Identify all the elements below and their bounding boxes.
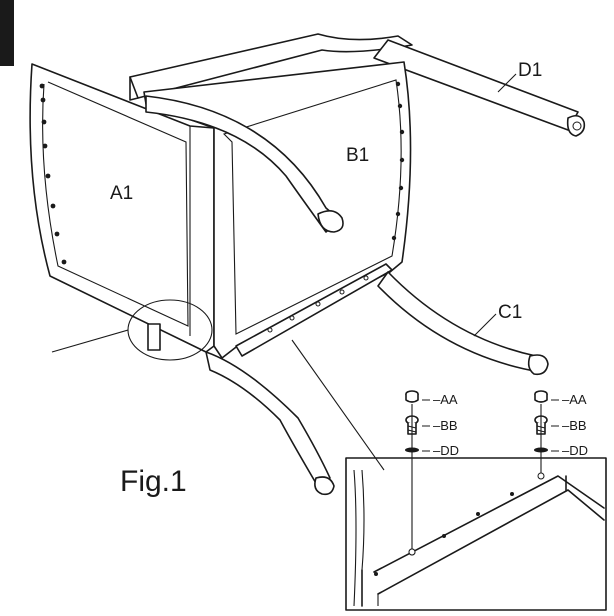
leg-d1 [373, 39, 586, 137]
curved-stretcher [145, 95, 344, 233]
page-edge-mark [0, 0, 14, 66]
hardware-label-dd-right: –DD [562, 443, 588, 458]
detail-inset [345, 457, 607, 611]
hardware-label-bb-left: –BB [433, 418, 458, 433]
part-label-c1: C1 [498, 302, 522, 323]
hardware-label-bb-right: –BB [562, 418, 587, 433]
part-label-d1: D1 [518, 60, 542, 81]
figure-title: Fig.1 [120, 465, 187, 498]
part-label-b1: B1 [346, 145, 369, 166]
hardware-label-aa-right: –AA [562, 392, 587, 407]
hardware-stack-right [534, 390, 548, 476]
detail-callout [51, 299, 385, 471]
leader-d1 [497, 73, 517, 93]
hardware-stack-left [405, 390, 419, 556]
hardware-label-aa-left: –AA [433, 392, 458, 407]
leg-front [147, 323, 335, 496]
hardware-label-dd-left: –DD [433, 443, 459, 458]
back-panel-b1 [143, 61, 412, 359]
seat-front-rail [235, 263, 393, 357]
side-panel-a1 [29, 63, 215, 353]
part-label-a1: A1 [110, 183, 133, 204]
back-rail [129, 33, 413, 101]
leg-c1 [377, 271, 549, 376]
leader-c1 [473, 313, 497, 337]
